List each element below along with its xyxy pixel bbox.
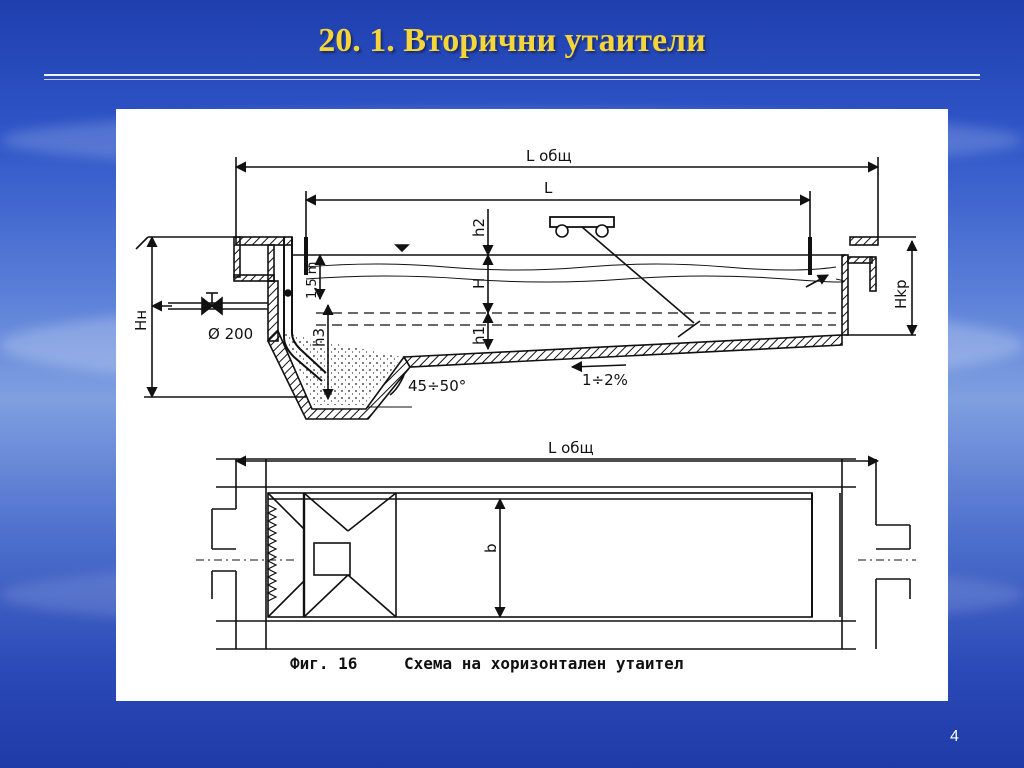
label-h: H <box>470 278 488 289</box>
figure-caption-number: Фиг. 16 <box>290 654 357 673</box>
label-hkp: Hkp <box>892 280 910 310</box>
figure-caption-text: Схема на хоризонтален утаител <box>404 654 683 673</box>
label-l-total-plan: L общ <box>548 439 594 457</box>
label-slope: 1÷2% <box>582 371 628 389</box>
slide-title: 20. 1. Вторични утаители <box>318 22 706 59</box>
label-angle: 45÷50° <box>408 377 466 395</box>
figure-panel: L общ L h2 H h1 1,5 m h3 Hн Hkp Ø 200 45… <box>116 109 948 701</box>
page-number: 4 <box>950 728 959 745</box>
settler-diagram: L общ L h2 H h1 1,5 m h3 Hн Hkp Ø 200 45… <box>132 147 918 673</box>
section-view <box>135 157 918 420</box>
label-hn: Hн <box>132 310 150 331</box>
label-h1: h1 <box>470 326 488 345</box>
label-1-5m: 1,5 m <box>305 262 320 299</box>
plan-view <box>196 455 916 650</box>
title-divider <box>44 74 980 76</box>
label-b: b <box>482 543 500 553</box>
label-diameter: Ø 200 <box>208 325 253 343</box>
title-divider-shadow <box>44 79 980 80</box>
label-h2: h2 <box>470 218 488 237</box>
label-l: L <box>544 179 553 197</box>
label-l-total: L общ <box>526 147 572 165</box>
label-h3: h3 <box>310 328 328 347</box>
